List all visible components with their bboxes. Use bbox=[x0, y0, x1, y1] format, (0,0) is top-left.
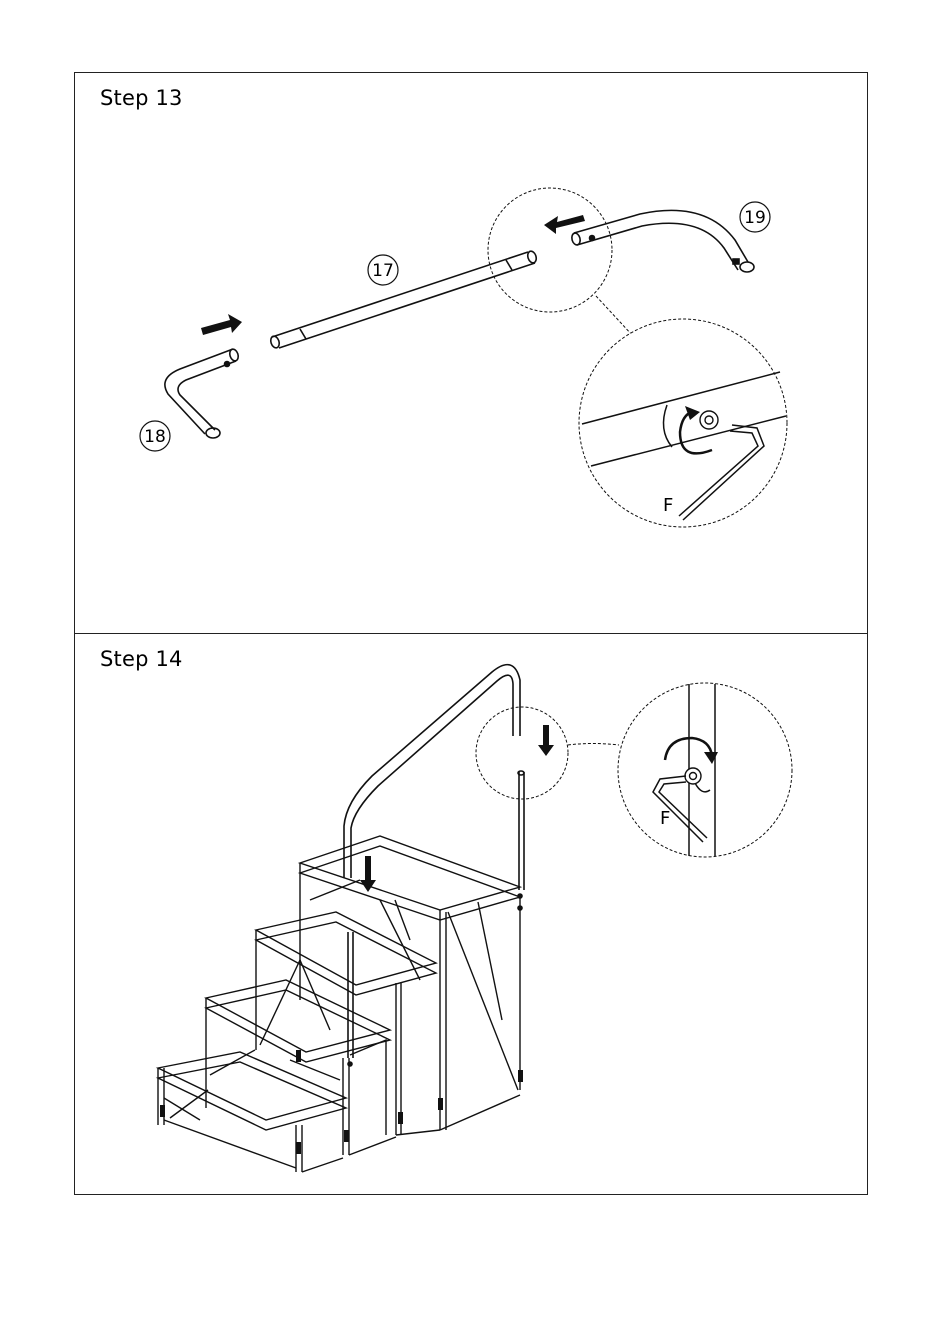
part-17-callout: 17 bbox=[368, 255, 398, 285]
part-18-callout: 18 bbox=[140, 421, 170, 451]
detail-magnified-joint: F bbox=[579, 319, 787, 527]
svg-text:19: 19 bbox=[744, 208, 766, 228]
push-arrow-icon bbox=[201, 314, 242, 335]
staircase bbox=[158, 836, 520, 1172]
part-19-callout: 19 bbox=[740, 202, 770, 232]
svg-text:18: 18 bbox=[144, 427, 166, 447]
bolt-icon bbox=[700, 411, 718, 429]
bolt-icon bbox=[685, 768, 701, 784]
push-arrow-icon bbox=[360, 725, 554, 892]
svg-text:17: 17 bbox=[372, 261, 394, 281]
detail-magnified-joint-14: F bbox=[618, 683, 792, 857]
detail-circle-small bbox=[488, 188, 633, 336]
part-17-tube bbox=[269, 250, 537, 349]
tool-label-f-14: F bbox=[660, 808, 670, 829]
part-18-handle bbox=[165, 348, 240, 438]
tool-label-f: F bbox=[663, 495, 673, 516]
part-19-handle bbox=[571, 210, 754, 272]
